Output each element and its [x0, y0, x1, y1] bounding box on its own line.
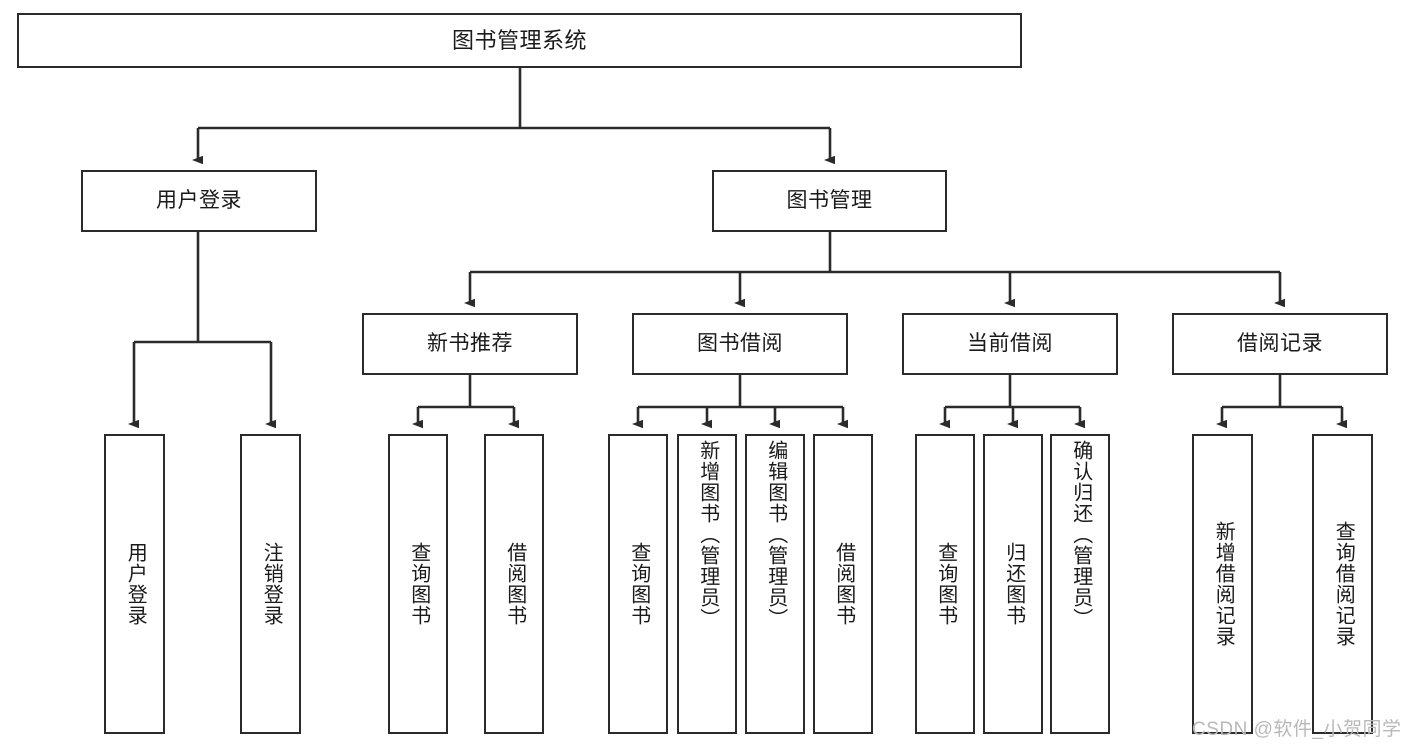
node-leaf-borrow-book-1-label: 借阅图书 [503, 542, 526, 626]
node-new-book-rec[interactable]: 新书推荐 [362, 313, 578, 375]
node-book-manage[interactable]: 图书管理 [712, 170, 947, 232]
node-leaf-query-book-1-label: 查询图书 [407, 542, 430, 626]
node-leaf-add-book[interactable]: 新增图书（管理员） [677, 434, 737, 734]
node-leaf-borrow-book-1[interactable]: 借阅图书 [484, 434, 544, 734]
node-new-book-rec-label: 新书推荐 [427, 331, 513, 355]
node-leaf-query-record-label: 查询借阅记录 [1332, 521, 1355, 647]
node-leaf-logout-label: 注销登录 [260, 542, 283, 626]
node-leaf-add-record-label: 新增借阅记录 [1212, 521, 1235, 647]
node-current-borrow-label: 当前借阅 [967, 331, 1053, 355]
node-borrow-record-label: 借阅记录 [1237, 331, 1323, 355]
node-leaf-query-book-3[interactable]: 查询图书 [915, 434, 975, 734]
node-leaf-borrow-book-2-label: 借阅图书 [832, 542, 855, 626]
node-leaf-add-book-label: 新增图书（管理员） [696, 440, 719, 629]
node-root[interactable]: 图书管理系统 [17, 13, 1022, 68]
node-root-label: 图书管理系统 [451, 27, 587, 53]
node-leaf-query-record[interactable]: 查询借阅记录 [1312, 434, 1373, 734]
node-leaf-query-book-2-label: 查询图书 [627, 542, 650, 626]
node-borrow-record[interactable]: 借阅记录 [1172, 313, 1388, 375]
node-leaf-logout[interactable]: 注销登录 [240, 434, 301, 734]
node-book-borrow-label: 图书借阅 [697, 331, 783, 355]
node-leaf-borrow-book-2[interactable]: 借阅图书 [813, 434, 873, 734]
node-leaf-query-book-2[interactable]: 查询图书 [608, 434, 668, 734]
node-leaf-user-login-label: 用户登录 [124, 542, 147, 626]
node-leaf-edit-book-label: 编辑图书（管理员） [764, 440, 787, 629]
node-leaf-edit-book[interactable]: 编辑图书（管理员） [745, 434, 805, 734]
watermark-text: CSDN @软件_小贺同学 [1192, 719, 1402, 740]
node-leaf-user-login[interactable]: 用户登录 [104, 434, 165, 734]
node-leaf-add-record[interactable]: 新增借阅记录 [1192, 434, 1253, 734]
node-leaf-query-book-1[interactable]: 查询图书 [388, 434, 448, 734]
node-user-login-label: 用户登录 [156, 188, 242, 212]
node-book-manage-label: 图书管理 [786, 188, 873, 212]
node-leaf-return-book[interactable]: 归还图书 [983, 434, 1043, 734]
node-leaf-query-book-3-label: 查询图书 [934, 542, 957, 626]
node-user-login[interactable]: 用户登录 [81, 170, 317, 232]
node-leaf-return-book-label: 归还图书 [1002, 542, 1025, 626]
node-current-borrow[interactable]: 当前借阅 [902, 313, 1118, 375]
node-leaf-confirm-return-label: 确认归还（管理员） [1069, 440, 1092, 629]
node-leaf-confirm-return[interactable]: 确认归还（管理员） [1050, 434, 1110, 734]
node-book-borrow[interactable]: 图书借阅 [632, 313, 848, 375]
